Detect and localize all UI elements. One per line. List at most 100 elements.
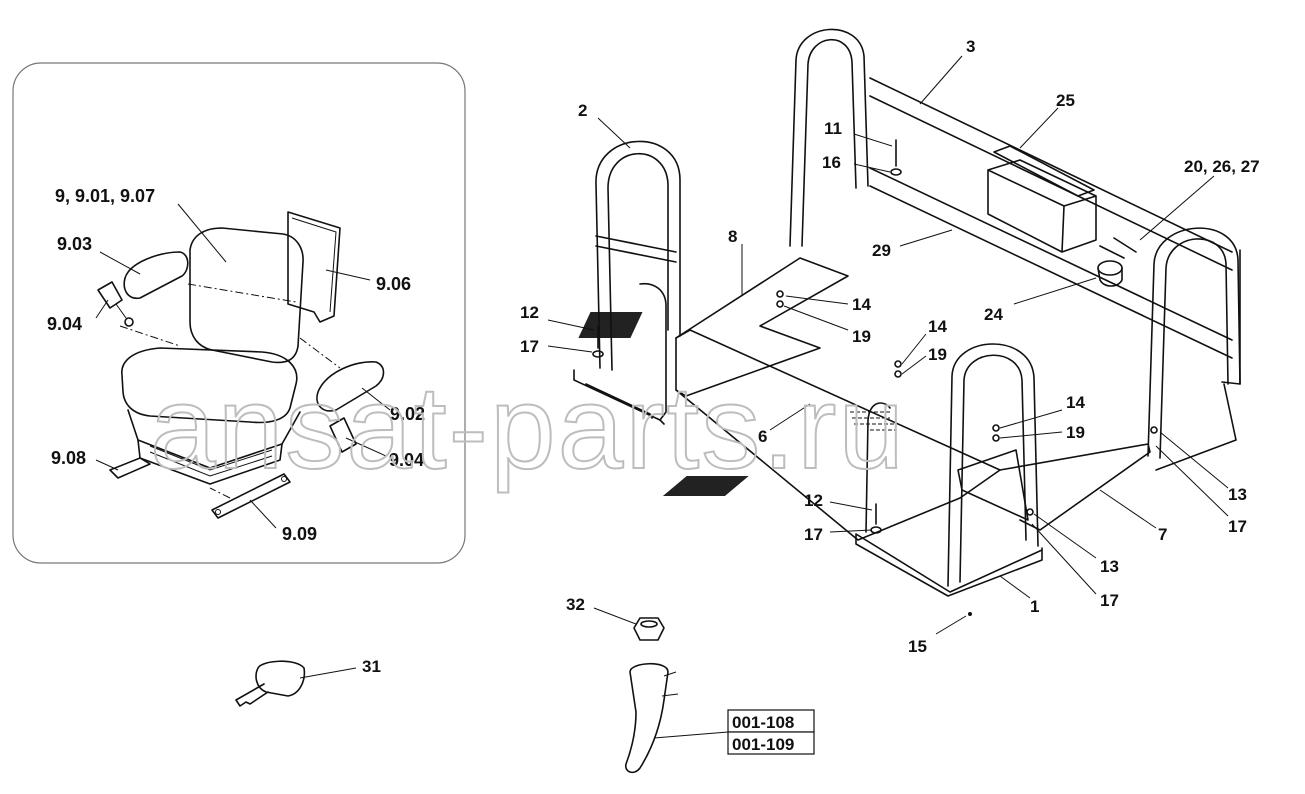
bolt-14-a: [776, 290, 784, 298]
callout-washer-17-b: 17: [1228, 517, 1247, 536]
key-head: [255, 660, 306, 697]
bracket-hole: [281, 476, 287, 482]
callout-seat: 9, 9.01, 9.07: [55, 186, 155, 206]
backrest-cover: [287, 211, 341, 323]
bolt-14-b: [894, 360, 902, 368]
tool-box: [987, 159, 1097, 253]
seatbelt-left-strap: [115, 303, 127, 319]
adjust-lever: [109, 457, 151, 479]
reference-links[interactable]: 001-108 001-109: [727, 709, 815, 755]
seat-base-detail: [149, 445, 273, 477]
callout-nut-13-a: 13: [1228, 485, 1247, 504]
seatbelt-right-buckle: [329, 417, 357, 453]
callout-washer-17-a: 17: [520, 337, 539, 356]
callout-guard-left: 2: [578, 101, 587, 120]
hose-fitting: [624, 662, 669, 774]
washer-19-b: [894, 370, 902, 378]
callout-bolt-12-a: 12: [520, 303, 539, 322]
hoop-right-base: [1155, 383, 1237, 471]
guard-left: [595, 140, 681, 369]
callout-seatbelt-right: 9.04: [389, 450, 424, 470]
seat-cushion: [121, 347, 298, 424]
guard-front: [947, 343, 1039, 587]
callout-bar-29: 29: [872, 241, 891, 260]
callout-screw-15: 15: [908, 637, 927, 656]
seat-leaders: [95, 203, 391, 529]
ref-link-001-109[interactable]: 001-109: [732, 735, 794, 754]
callout-bolt-11: 11: [824, 119, 842, 138]
callout-armrest-right: 9.02: [390, 404, 425, 424]
callout-group-20-26-27: 20, 26, 27: [1184, 157, 1260, 176]
callout-tool-box: 25: [1056, 91, 1075, 110]
callout-washer-17-d: 17: [1100, 591, 1119, 610]
callout-washer-17-c: 17: [804, 525, 823, 544]
washer-16: [890, 168, 902, 176]
fastener-cluster: [850, 411, 896, 431]
hoop-rear-inner: [801, 38, 857, 247]
callout-washer-16: 16: [822, 153, 841, 172]
ref-box-001-109[interactable]: [727, 731, 815, 755]
seat-drawing: [97, 211, 385, 519]
cap-24: [1097, 260, 1123, 276]
callout-adjust-lever: 9.08: [51, 448, 86, 468]
callout-bolt-14-c: 14: [1066, 393, 1085, 412]
seat-base-top: [127, 409, 301, 469]
callout-rear-rail: 3: [966, 37, 975, 56]
callout-cap-24: 24: [984, 305, 1003, 324]
callout-mount-bracket: 9.09: [282, 524, 317, 544]
guard-left-base: [573, 282, 667, 421]
guard-left-bar: [595, 235, 677, 263]
floor-plate-6: [675, 329, 1001, 541]
frame-leaders: [299, 55, 1229, 739]
callout-guard-front: 1: [1030, 597, 1039, 616]
armrest-right: [316, 361, 385, 412]
washer-17-a: [592, 350, 604, 358]
seat-assembly-panel: 9, 9.01, 9.07 9.03 9.04 9.06 9.02 9.04 9…: [12, 62, 466, 564]
guard-front-back-post: [865, 402, 891, 533]
seat-base-side: [137, 439, 283, 485]
grating-b: [662, 476, 749, 496]
frame-callouts: 3 2 25 11 16 20, 26, 27 8 29 24 14 19 14…: [362, 37, 1260, 676]
armrest-left: [123, 251, 189, 300]
hoop-rear: [789, 28, 869, 247]
nut-13-a: [1150, 426, 1158, 434]
cap-32-top: [640, 620, 658, 628]
bracket-hole: [215, 509, 221, 515]
nut-13-b: [1026, 508, 1034, 516]
callout-key-31: 31: [362, 657, 381, 676]
cap-32: [633, 617, 665, 641]
washer-19-c: [992, 434, 1000, 442]
callout-nut-13-b: 13: [1100, 557, 1119, 576]
washer-19-a: [776, 300, 784, 308]
center-lines: [119, 283, 341, 499]
guard-left-foot: [585, 383, 665, 425]
hoop-right-inner: [1159, 238, 1229, 459]
callout-bolt-14-b: 14: [928, 317, 947, 336]
guard-front-base: [855, 533, 1043, 597]
seat-panel-frame: [12, 62, 466, 564]
hose-nozzles: [661, 671, 679, 697]
seatbelt-left-end: [124, 317, 134, 327]
callout-bolt-14-a: 14: [852, 295, 871, 314]
watermark-text: ansat-parts.ru: [150, 362, 906, 494]
floor-plate-7: [999, 443, 1151, 531]
callout-armrest-left: 9.03: [57, 234, 92, 254]
callout-washer-19-b: 19: [928, 345, 947, 364]
mount-bracket: [211, 473, 291, 519]
platform-frame-drawing: [235, 28, 1241, 774]
callout-cap-32: 32: [566, 595, 585, 614]
callout-floor-plate-8: 8: [728, 227, 737, 246]
floor-plate-step: [957, 449, 1029, 521]
callout-plate-6: 6: [758, 427, 767, 446]
ref-link-001-108[interactable]: 001-108: [732, 713, 794, 732]
bolt-14-c: [992, 424, 1000, 432]
callout-plate-7: 7: [1158, 525, 1167, 544]
hoop-right: [1147, 227, 1241, 457]
guard-left-inner: [607, 152, 669, 371]
cap-24-body: [1097, 267, 1123, 287]
callout-washer-19-c: 19: [1066, 423, 1085, 442]
backrest-cover-edge: [291, 217, 337, 313]
rear-rail: [869, 77, 1233, 359]
bracket-20: [1099, 237, 1137, 259]
